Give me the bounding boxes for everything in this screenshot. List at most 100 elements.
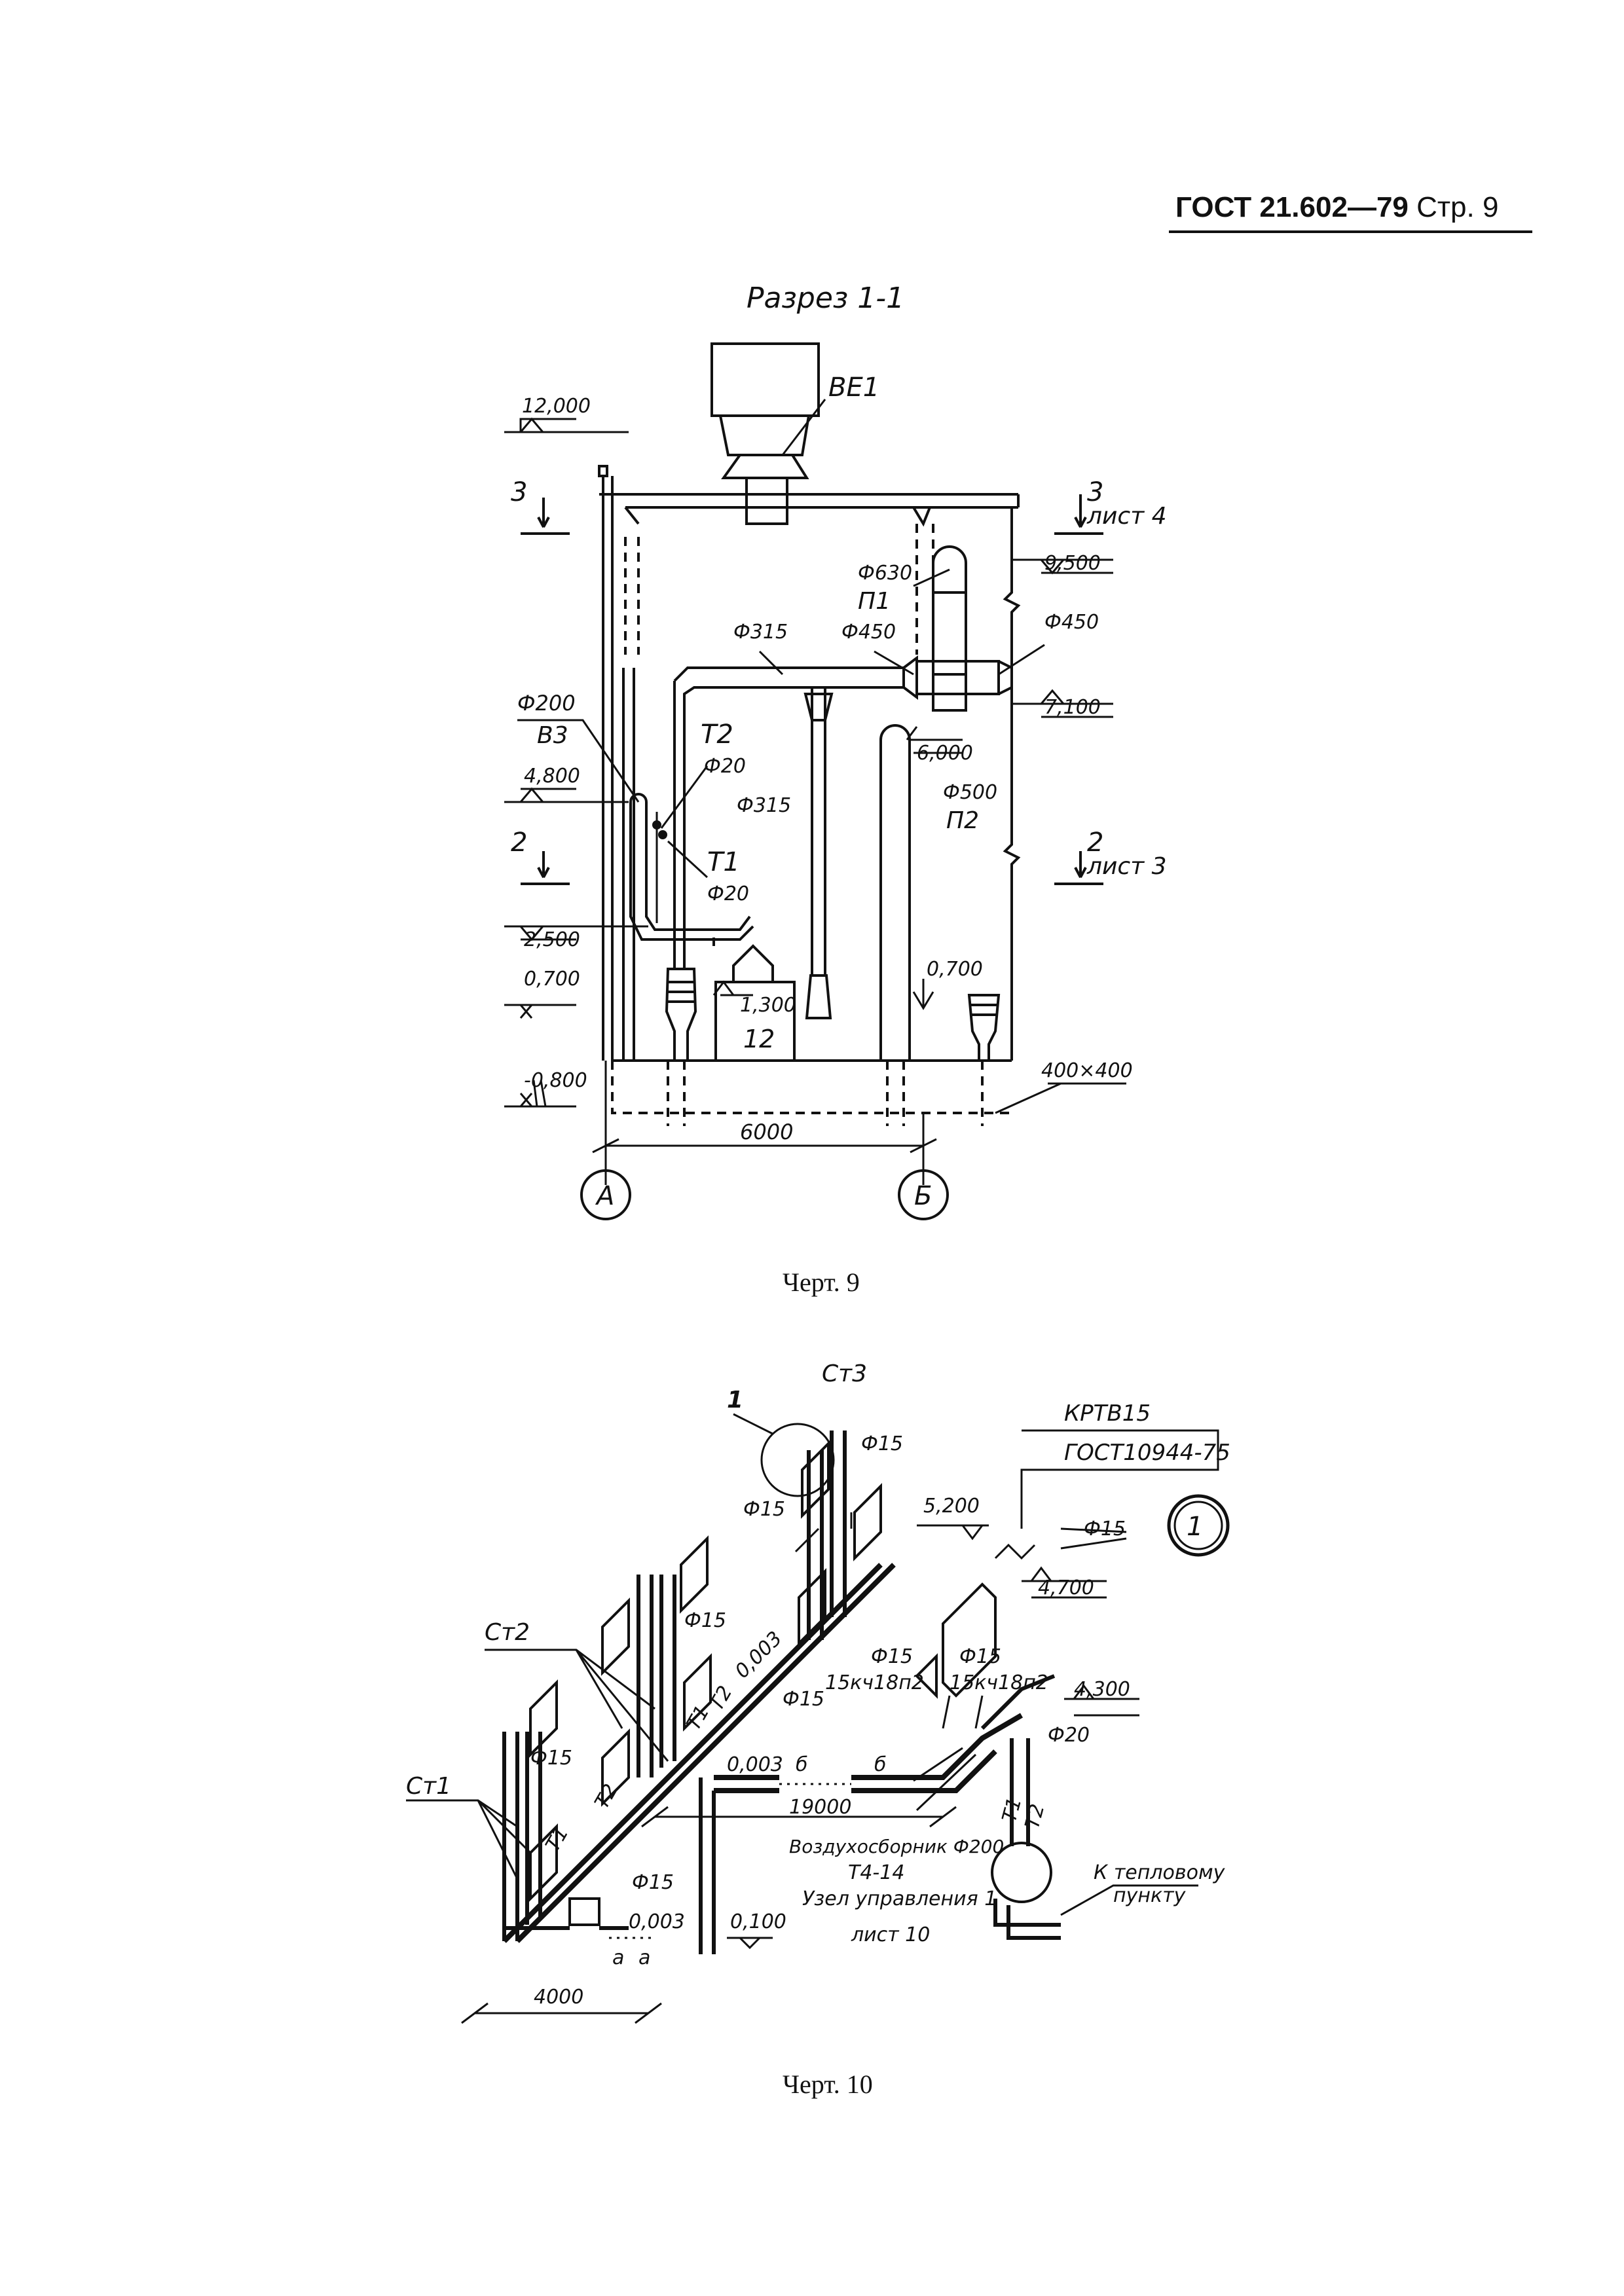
radiator-st3-3 [798,1568,826,1647]
leader-valves [942,1695,984,1729]
riser-st2-b [659,1575,676,1768]
tee-center [932,673,967,712]
label-sheet3: лист 3 [1086,853,1167,880]
label-v3: В3 [537,722,568,749]
mark-4800 [504,787,629,803]
label-d15i: Ф15 [632,1871,674,1894]
roof-fan-base [721,454,809,479]
air-collector [991,1842,1052,1903]
riser-st3 [807,1450,824,1640]
elev-5200: 5,200 [923,1495,980,1518]
elev-0700: 0,700 [524,968,580,991]
riser-st2 [637,1575,654,1777]
label-d200: Ф200 [517,691,576,716]
duct-d630 [932,545,967,676]
label-st2: Ст2 [485,1619,530,1646]
label-be1: ВЕ1 [828,373,879,403]
radiator-st3-1 [801,1440,830,1519]
branch-diffuser [805,974,832,1019]
axis-a-label: А [595,1181,614,1211]
supply-duct-d315 [673,666,905,969]
pipe-label-t2c: Т2 [1021,1802,1049,1831]
label-air-collector: Воздухосборник Ф200 [789,1836,1004,1857]
label-a1: а [612,1946,624,1969]
label-p2: П2 [946,807,979,834]
elev-0100: 0,100 [730,1910,786,1933]
mark-0700 [504,1004,576,1019]
column-hidden-2 [915,524,934,655]
label-point: пункту [1113,1884,1187,1907]
leader-d450b [998,644,1045,676]
label-detail-1: 1 [727,1387,743,1413]
start-node-box [568,1897,600,1926]
hood [712,938,774,983]
node-risers [1010,1738,1030,1846]
elev-7100: 7,100 [1044,696,1101,719]
leader-be1 [781,399,826,456]
detail-1-circle [760,1423,835,1497]
label-size: 400×400 [1041,1059,1133,1082]
mark-1300 [712,980,753,996]
caption-drawing-9: Черт. 9 [783,1267,860,1297]
axis-bubble-a [580,1169,631,1220]
detail-marker-label: 1 [1187,1512,1203,1542]
pipe-t2-point [652,820,661,829]
duct-d450 [915,660,1000,695]
underfloor-ducts [667,1061,984,1126]
label-p1: П1 [858,588,891,615]
elev-2500: 2,500 [524,928,580,951]
label-a2: а [638,1946,650,1969]
label-d450a: Ф450 [841,621,896,644]
mark-6000 [906,726,963,754]
radiator-st2-3 [683,1653,712,1732]
pipe-label-t1b: Т1 [682,1702,714,1734]
diffuser-left-grille [668,981,695,1003]
label-slope2: 0,003 [727,1753,783,1776]
label-sec3-right: 3 [1087,477,1103,507]
leader-t-pipes [660,765,709,879]
mark-5200 [917,1524,989,1540]
dim-4000 [461,2002,662,2024]
mark-0800 [504,1093,576,1108]
elev-6000: 6,000 [917,742,973,765]
drawing-10-labels: Ст3 1 Ф15 КРТВ15 ГОСТ10944-75 Ф15 5,200 … [406,1360,1230,2009]
label-d15f: Ф15 [871,1645,913,1668]
label-slope3: 0,003 [629,1910,685,1933]
label-valve2: 15кч18п2 [950,1671,1048,1694]
parapet-cap [598,465,608,477]
label-d15e: Ф15 [783,1688,824,1711]
leader-d15b [794,1512,853,1553]
branch-horizontal-2 [714,1749,997,1793]
elev-12000: 12,000 [522,395,591,418]
label-d15c: Ф15 [1084,1518,1126,1540]
radiator-detail [942,1582,997,1698]
label-slope1: 0,003 [731,1627,786,1683]
section-3-right [1054,494,1103,535]
radiator-st2-4 [601,1728,630,1807]
section-2-left [521,851,570,885]
roof-fan-shaft [745,477,788,525]
mark-2500 [504,925,648,941]
node-upper [980,1674,1056,1730]
label-gost: ГОСТ10944-75 [1064,1440,1230,1466]
tee-left [902,655,918,700]
dim-extension [604,1061,925,1185]
label-sheet4: лист 4 [1086,503,1167,530]
dim-19000-text: 19000 [789,1796,851,1819]
duct-d500 [879,724,911,1061]
pipe-label-t2: Т2 [591,1780,623,1813]
leader-st1 [406,1799,532,1880]
label-st1: Ст1 [406,1773,451,1800]
label-krtv: КРТВ15 [1064,1400,1151,1427]
leader-d315-d450 [758,650,914,676]
mark-4700 [1022,1566,1107,1599]
leader-d630 [913,568,950,587]
drawing-10-scheme [406,1413,1230,2024]
label-t1: Т1 [707,847,740,877]
axis-b-label: Б [914,1181,932,1211]
equipment-12 [714,981,796,1062]
label-sec3-left: 3 [511,477,527,507]
label-12: 12 [743,1025,775,1053]
label-to-heat: К тепловому [1094,1861,1226,1884]
underfloor-channel [611,1061,1012,1114]
